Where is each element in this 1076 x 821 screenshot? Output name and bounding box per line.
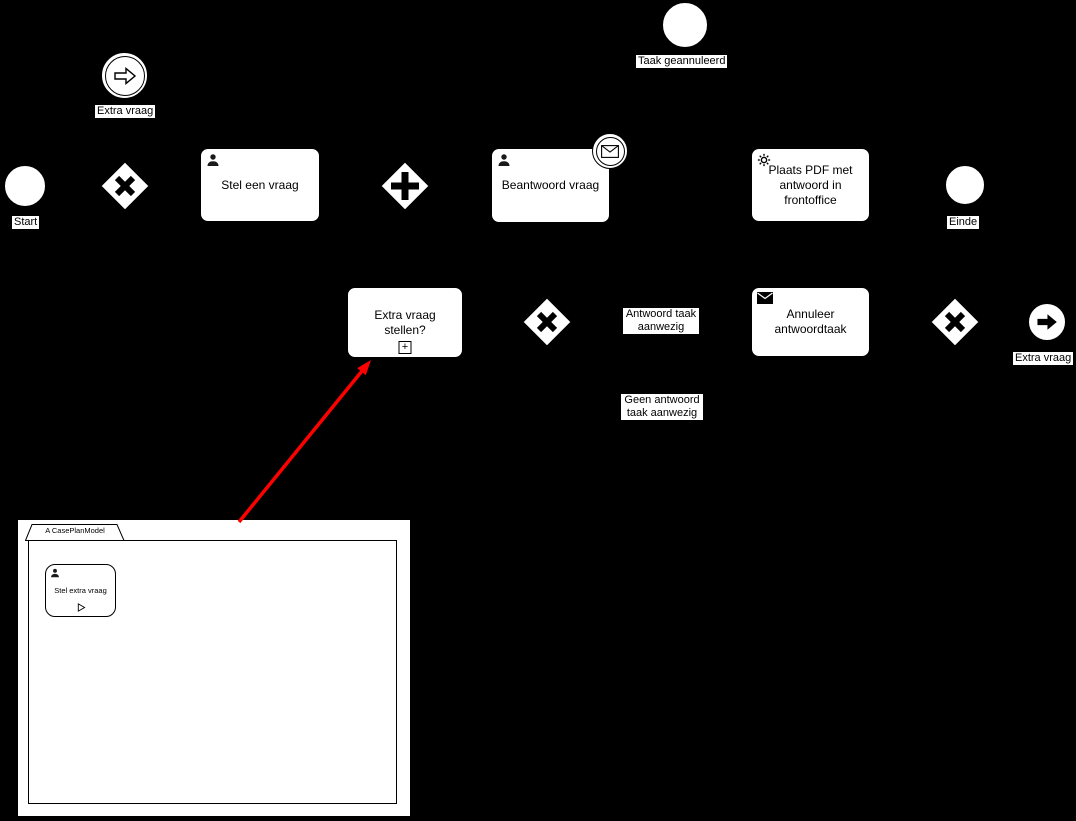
caseplan-task-label: Stel extra vraag (54, 586, 107, 595)
caseplan-panel: A CasePlanModel Stel extra vraag (18, 520, 410, 816)
task-label: Stel een vraag (221, 177, 299, 192)
user-icon (206, 153, 220, 171)
task-label: Beantwoord vraag (501, 178, 600, 192)
task-extra-vraag-stellen[interactable]: Extra vraag stellen? + (347, 287, 463, 358)
end-event-extra-vraag-link[interactable] (1026, 301, 1068, 343)
event-label-extra-vraag-end: Extra vraag (1013, 352, 1074, 365)
start-event[interactable] (4, 165, 46, 207)
exclusive-gateway-3[interactable] (930, 297, 980, 347)
boundary-message-event[interactable] (592, 133, 628, 169)
event-inner-ring (104, 55, 145, 96)
intermediate-catch-event-extra-vraag[interactable] (101, 52, 148, 99)
caseplan-tab-label: A CasePlanModel (45, 526, 105, 535)
gear-icon (757, 153, 771, 171)
event-label-einde: Einde (947, 216, 980, 229)
send-message-icon (757, 292, 773, 308)
end-event-taak-geannuleerd[interactable] (662, 2, 708, 48)
task-label: Extra vraag stellen? (374, 307, 436, 337)
manual-activation-play-icon (76, 603, 86, 614)
flow-label-antwoord-taak-aanwezig: Antwoord taak aanwezig (623, 308, 699, 334)
event-label-extra-vraag-catch: Extra vraag (95, 105, 156, 118)
task-label: Plaats PDF met antwoord in frontoffice (768, 162, 853, 207)
link-arrow-filled-icon (1037, 314, 1057, 330)
exclusive-gateway-2[interactable] (522, 297, 572, 347)
end-event-einde[interactable] (943, 163, 987, 207)
event-label-taak-geannuleerd: Taak geannuleerd (636, 55, 728, 68)
subprocess-plus-marker[interactable]: + (398, 341, 412, 354)
task-beantwoord-vraag[interactable]: Beantwoord vraag (491, 148, 610, 223)
caseplan-task-stel-extra-vraag[interactable]: Stel extra vraag (45, 564, 116, 617)
task-plaats-pdf[interactable]: Plaats PDF met antwoord in frontoffice (751, 148, 870, 222)
task-annuleer-antwoordtaak[interactable]: Annuleer antwoordtaak (751, 287, 870, 357)
user-icon (50, 568, 60, 580)
user-icon (497, 153, 511, 171)
task-stel-een-vraag[interactable]: Stel een vraag (200, 148, 320, 222)
flow-label-geen-antwoord-taak-aanwezig: Geen antwoord taak aanwezig (621, 394, 703, 420)
exclusive-gateway-1[interactable] (100, 161, 150, 211)
task-label: Annuleer antwoordtaak (774, 307, 847, 336)
message-icon (601, 144, 619, 158)
parallel-gateway[interactable] (380, 161, 430, 211)
event-inner-ring (595, 136, 625, 166)
link-arrow-icon (113, 66, 136, 85)
caseplan-tab[interactable]: A CasePlanModel (24, 524, 125, 541)
event-label-start: Start (12, 216, 40, 229)
